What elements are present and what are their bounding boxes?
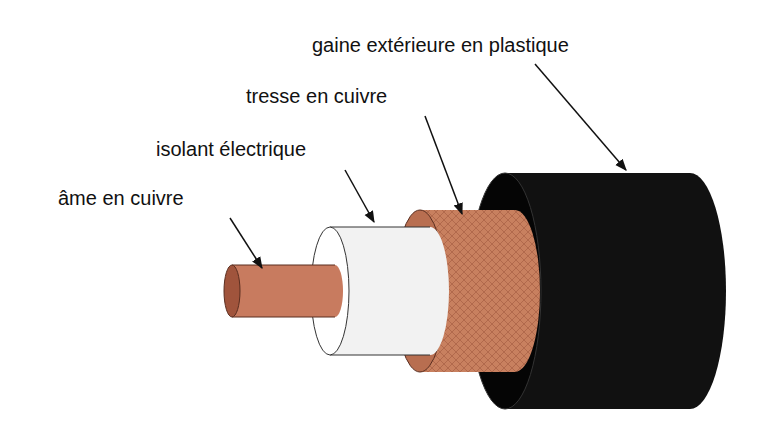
leader-line	[535, 64, 626, 170]
leader-line	[345, 170, 374, 222]
part-label: tresse en cuivre	[246, 84, 387, 108]
leader-lines	[230, 64, 626, 268]
part-label: gaine extérieure en plastique	[312, 33, 569, 57]
leader-line	[230, 218, 262, 268]
leader-line	[425, 116, 462, 214]
copper-core	[224, 265, 343, 317]
part-label: isolant électrique	[156, 137, 306, 161]
part-label: âme en cuivre	[58, 186, 184, 210]
